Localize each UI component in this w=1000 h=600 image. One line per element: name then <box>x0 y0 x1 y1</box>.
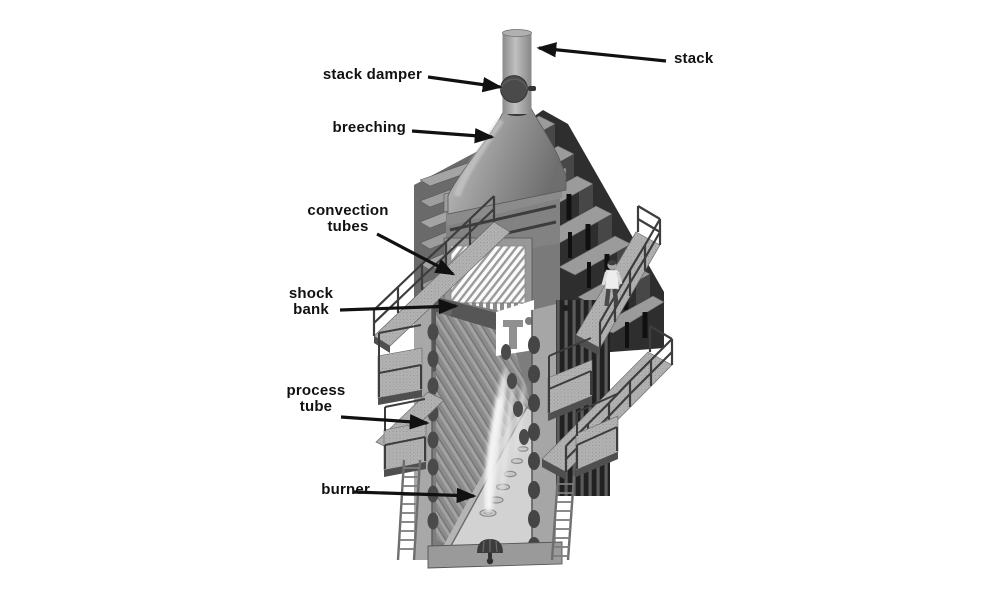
upper-right-railing <box>598 205 662 348</box>
breeching <box>443 106 567 226</box>
right-side-platform-lower <box>575 393 619 477</box>
center-wall-tube-cuts <box>501 344 529 445</box>
label-shock-bank: shock bank <box>288 285 334 318</box>
arrow-shock-bank <box>339 298 459 315</box>
label-stack-damper: stack damper <box>322 66 422 83</box>
label-burner: burner <box>321 481 370 498</box>
ladders <box>396 459 576 561</box>
arrow-process-tube <box>340 414 430 430</box>
right-ladder <box>550 475 576 561</box>
left-platform-lower <box>383 398 427 477</box>
right-cut-column <box>528 304 556 560</box>
main-burner <box>477 539 503 565</box>
right-walkways <box>541 205 674 480</box>
floor-slab <box>427 541 563 569</box>
arrow-burner <box>353 487 477 504</box>
person <box>601 260 623 307</box>
label-stack: stack <box>674 50 714 67</box>
label-breeching: breeching <box>332 119 406 136</box>
right-side-platform-upper <box>547 337 593 421</box>
left-platform-upper <box>377 324 423 405</box>
left-walkways <box>372 195 511 477</box>
label-process-tube: process tube <box>286 382 346 415</box>
arrow-stack-damper <box>427 75 503 93</box>
arrow-breeching <box>411 128 495 144</box>
burner-flames <box>485 366 525 514</box>
upper-left-railing <box>372 195 496 336</box>
arrow-convection-tubes <box>376 232 456 276</box>
arrow-stack <box>536 42 667 63</box>
annotation-arrows <box>339 42 667 504</box>
stack-damper <box>500 75 536 103</box>
label-convection-tubes: convection tubes <box>307 202 389 235</box>
